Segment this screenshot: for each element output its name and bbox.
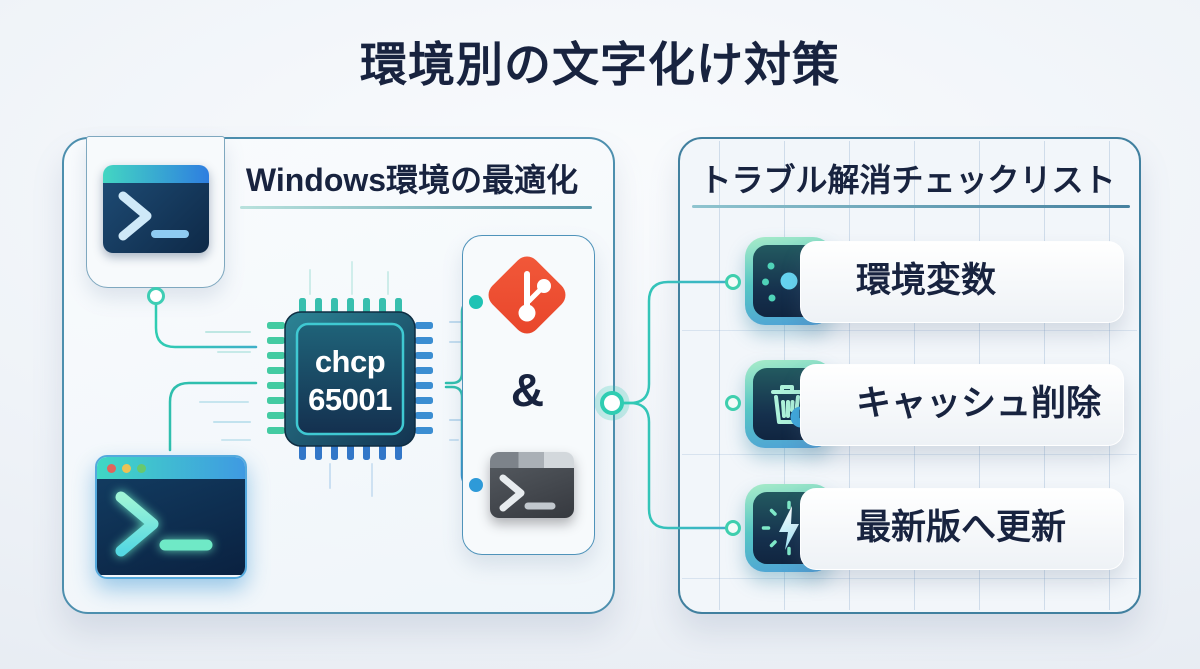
page-title: 環境別の文字化け対策 — [360, 38, 840, 91]
cmd-titlebar — [490, 452, 574, 468]
powershell-body — [97, 479, 245, 575]
terminal-card — [86, 136, 225, 288]
checklist-item-3-label: 最新版へ更新 — [856, 508, 1067, 547]
windows-header-underline — [240, 206, 592, 209]
chip-text-line1: chcp — [315, 344, 385, 379]
powershell-terminal-icon — [95, 455, 247, 579]
git-icon — [488, 256, 566, 334]
terminal-titlebar — [103, 165, 209, 183]
checklist-item-2: キャッシュ削除 — [800, 364, 1124, 446]
terminal-body — [103, 183, 209, 253]
cpu-chip-icon: chcp 65001 — [267, 298, 433, 460]
checklist-header-underline — [692, 205, 1130, 208]
powershell-titlebar — [97, 457, 245, 479]
checklist-item-1-label: 環境変数 — [856, 261, 997, 300]
powershell-prompt-icon — [115, 491, 213, 557]
checklist-panel-header: トラブル解消チェックリスト — [699, 162, 1116, 198]
green-dot — [137, 464, 146, 473]
checklist-item-1: 環境変数 — [800, 241, 1124, 323]
checklist-item-3: 最新版へ更新 — [800, 488, 1124, 570]
cmd-terminal-icon — [490, 452, 574, 518]
checklist-item-2-label: キャッシュ削除 — [856, 384, 1102, 423]
cmd-body — [490, 468, 574, 518]
chip-text-line2: 65001 — [308, 382, 392, 417]
terminal-icon — [103, 165, 209, 253]
yellow-dot — [122, 464, 131, 473]
windows-panel-header: Windows環境の最適化 — [245, 162, 579, 198]
red-dot — [107, 464, 116, 473]
ampersand-label: & — [510, 364, 545, 416]
cmd-prompt-icon — [499, 474, 556, 512]
terminal-prompt-icon — [118, 191, 189, 241]
